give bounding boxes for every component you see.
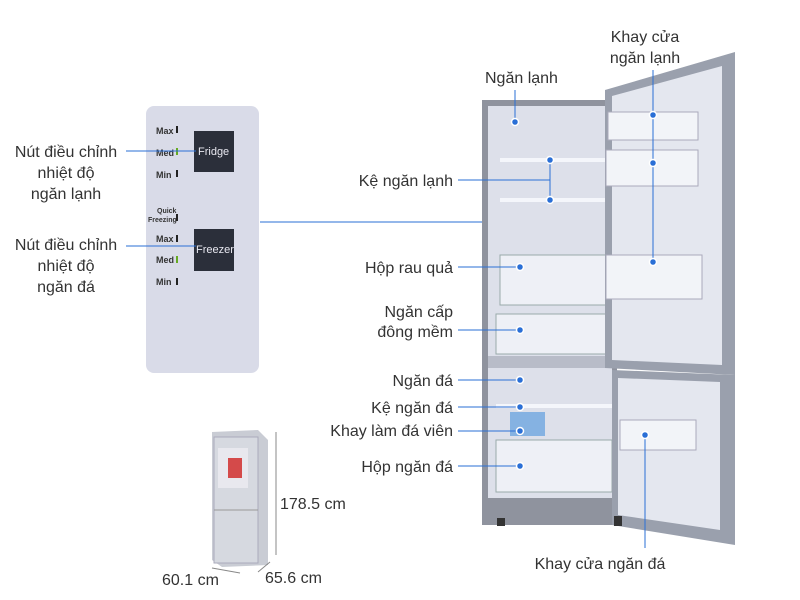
label-soft-freeze-2: đông mềm bbox=[377, 324, 453, 341]
label-ice-tray: Khay làm đá viên bbox=[330, 423, 453, 440]
freezer-button[interactable] bbox=[194, 229, 234, 271]
freezer-level-med: Med bbox=[156, 255, 174, 265]
fridge-level-med: Med bbox=[156, 148, 174, 158]
fridge-level-min: Min bbox=[156, 170, 172, 180]
height-dimension: 178.5 cm bbox=[280, 496, 346, 513]
label-fridge-compartment: Ngăn lạnh bbox=[485, 70, 558, 87]
depth-dimension: 65.6 cm bbox=[265, 570, 322, 587]
freezer-knob-label-3: ngăn đá bbox=[37, 279, 95, 296]
freezer-level-min: Min bbox=[156, 277, 172, 287]
quick-freezing-label-2: Freezing bbox=[148, 217, 177, 224]
refrigerator-image bbox=[482, 52, 735, 545]
fridge-knob-label-3: ngăn lạnh bbox=[31, 186, 101, 203]
fridge-level-max: Max bbox=[156, 126, 174, 136]
label-freezer-door-tray: Khay cửa ngăn đá bbox=[535, 556, 666, 573]
label-soft-freeze: Ngăn cấp bbox=[385, 304, 454, 321]
label-fridge-shelf: Kệ ngăn lạnh bbox=[359, 173, 453, 190]
label-freezer-compartment: Ngăn đá bbox=[393, 373, 454, 390]
label-freezer-box: Hộp ngăn đá bbox=[361, 459, 453, 476]
label-freezer-shelf: Kệ ngăn đá bbox=[371, 400, 453, 417]
width-dimension: 60.1 cm bbox=[162, 572, 219, 589]
fridge-button[interactable] bbox=[194, 131, 234, 172]
label-fridge-door-tray-2: ngăn lạnh bbox=[610, 50, 680, 67]
fridge-knob-label-2: nhiệt độ bbox=[38, 165, 95, 182]
quick-freezing-label: Quick bbox=[157, 208, 177, 215]
fridge-knob-label: Nút điều chỉnh bbox=[15, 144, 117, 161]
freezer-level-max: Max bbox=[156, 234, 174, 244]
label-fridge-door-tray: Khay cửa bbox=[611, 29, 680, 46]
label-vegetable-box: Hộp rau quả bbox=[365, 260, 453, 277]
freezer-knob-label: Nút điều chỉnh bbox=[15, 237, 117, 254]
dimension-fridge-image bbox=[212, 430, 268, 567]
freezer-button-label: Freezer bbox=[196, 244, 234, 256]
freezer-knob-label-2: nhiệt độ bbox=[38, 258, 95, 275]
fridge-button-label: Fridge bbox=[198, 146, 229, 158]
control-panel: Max Med Min Fridge Quick Freezing Max Me… bbox=[146, 106, 259, 373]
